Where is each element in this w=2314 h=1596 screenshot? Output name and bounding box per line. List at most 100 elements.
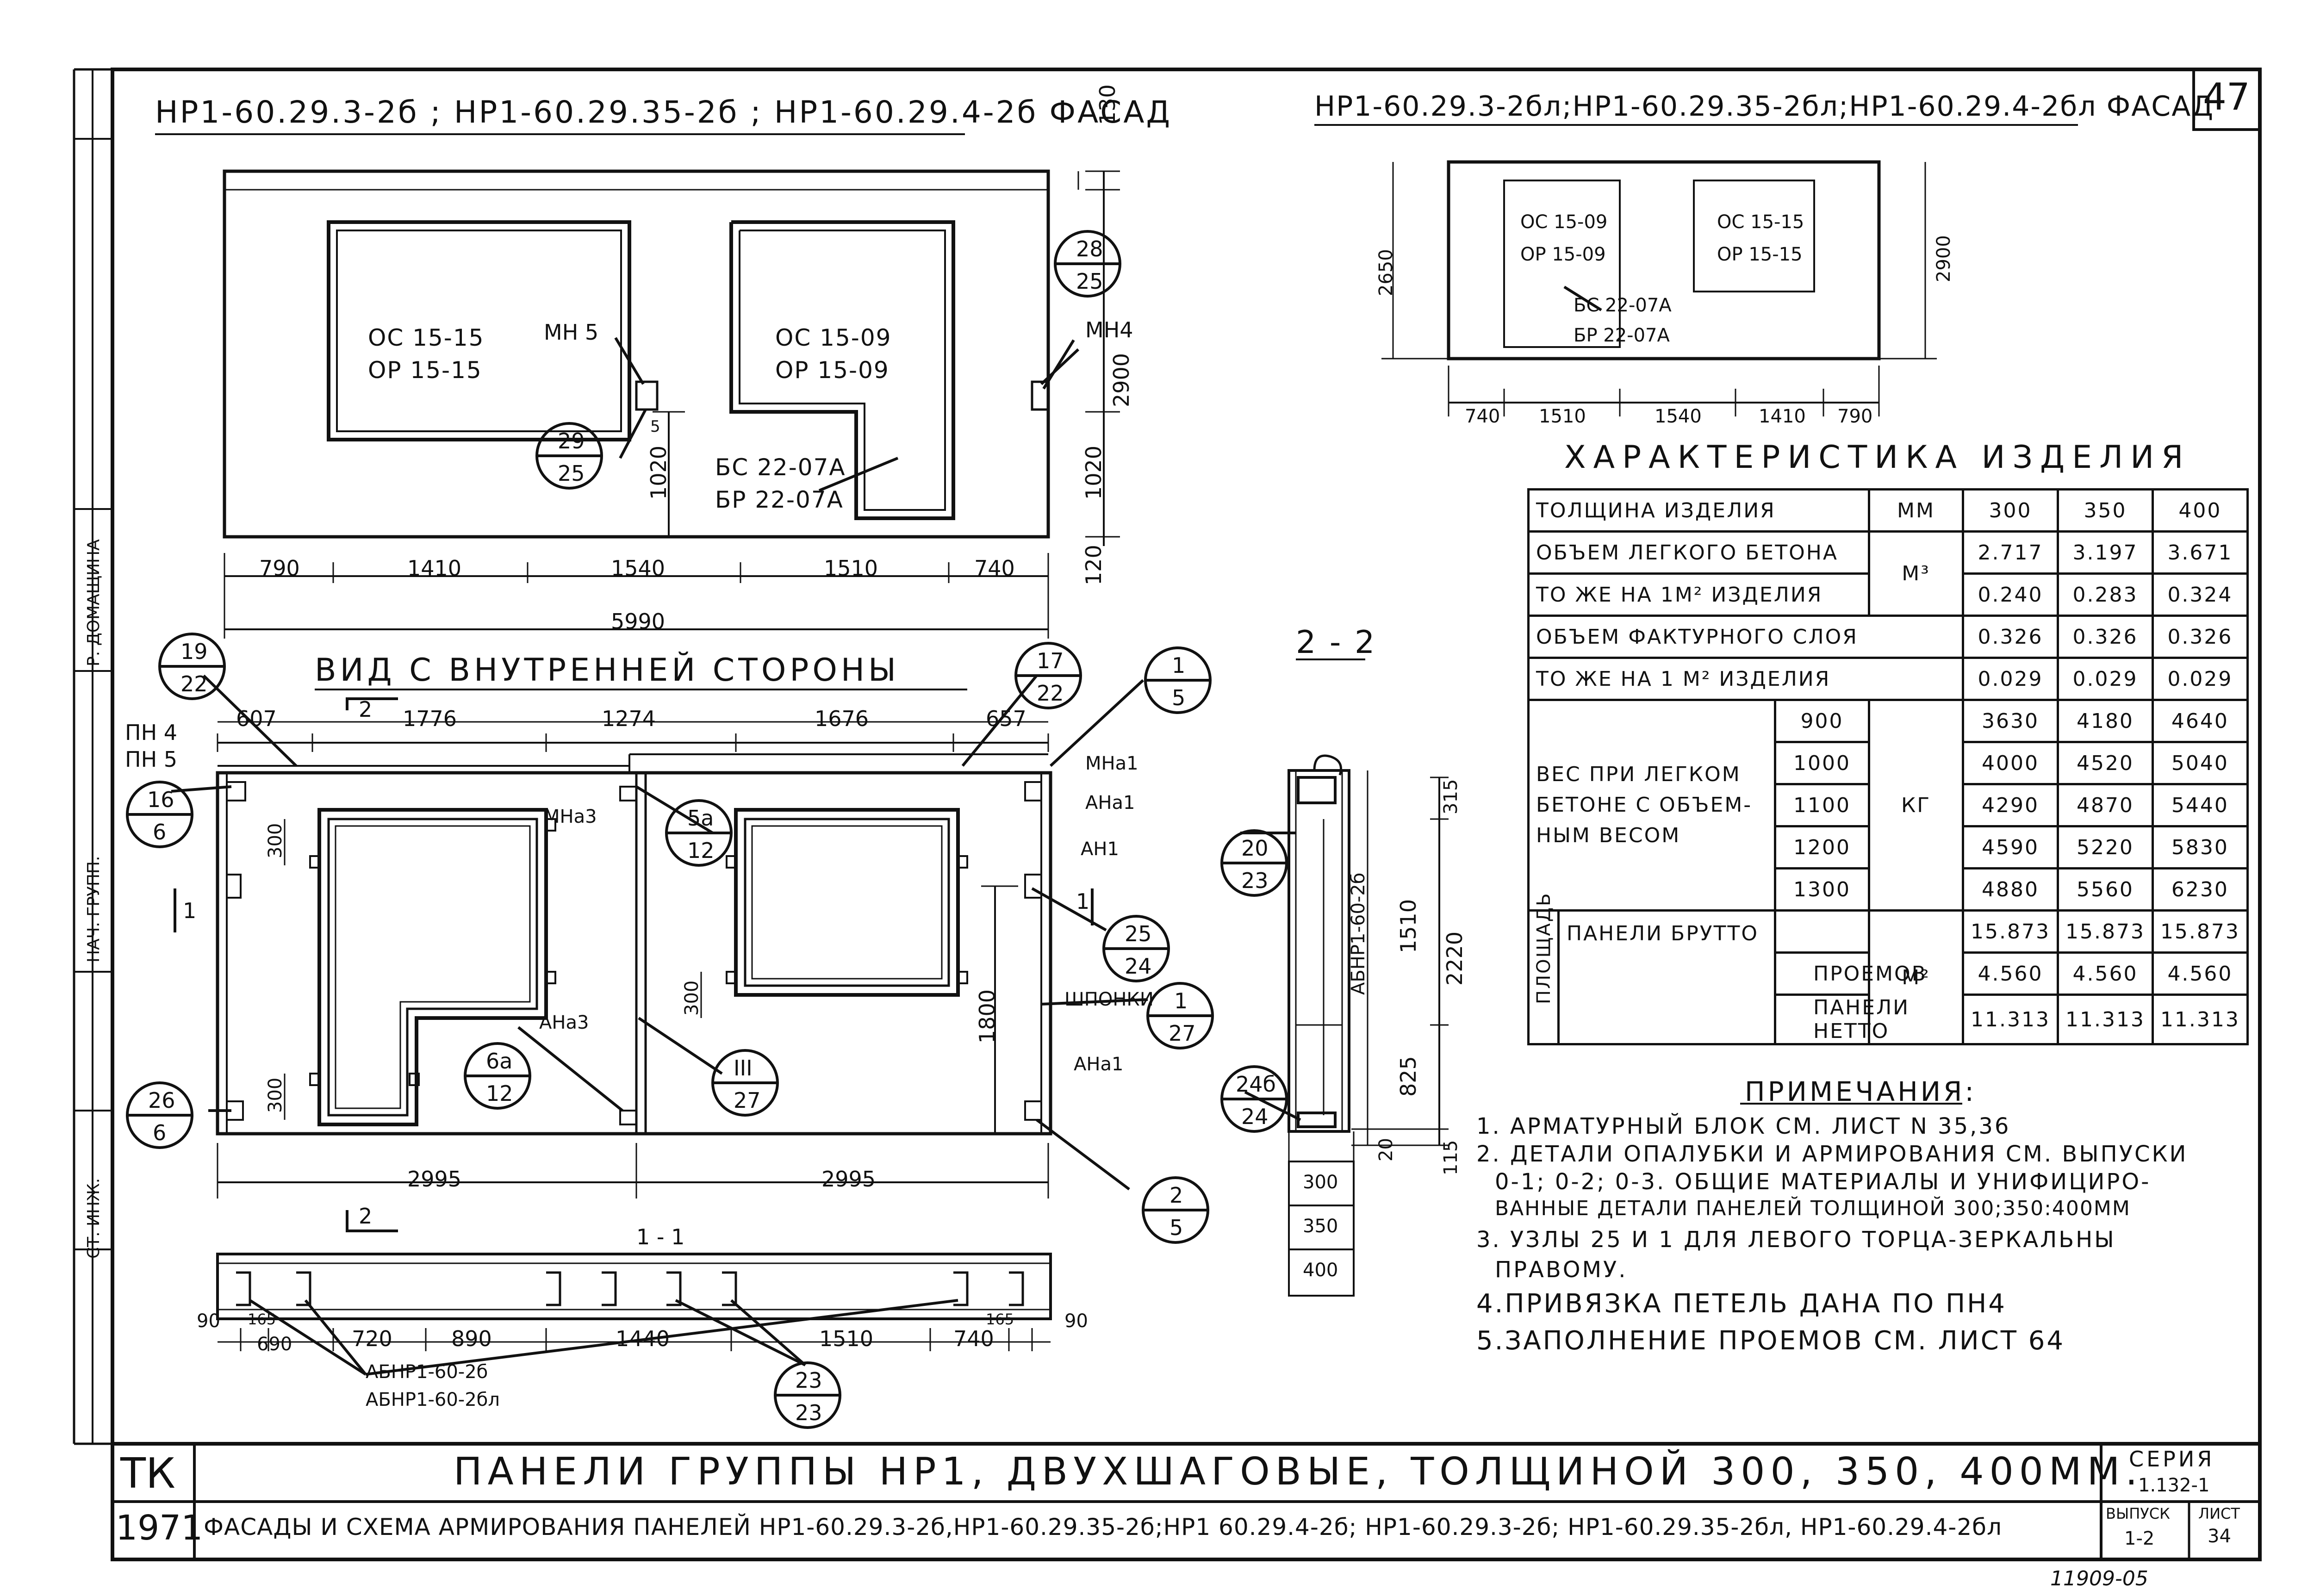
weight-label-line: ВЕС ПРИ ЛЕГКОМ (1536, 763, 1741, 786)
table-cell: 1100 (1774, 783, 1870, 827)
s11-dim-1510: 1510 (819, 1326, 874, 1351)
table-cell: 4290 (1962, 783, 2059, 827)
dim-total: 5990 (611, 609, 666, 634)
rf-window1-frame: ОР 15-09 (1520, 244, 1606, 265)
table-cell: 2.717 (1962, 530, 2059, 575)
dim-top-1: 607 (236, 706, 277, 731)
table-cell: 0.326 (2151, 615, 2249, 659)
note-line: ВАННЫЕ ДЕТАЛИ ПАНЕЛЕЙ ТОЛЩИНОЙ 300;350:4… (1495, 1197, 2131, 1220)
sheet-value: 34 (2208, 1526, 2231, 1547)
unit-mm: ММ (1868, 488, 1964, 533)
dim-1800: 1800 (975, 989, 1000, 1043)
dim-bottom-3: 1540 (611, 556, 666, 581)
table-cell: 3.671 (2151, 530, 2249, 575)
table-cell: 11.313 (1962, 994, 2059, 1045)
s22-dim-315: 315 (1440, 779, 1462, 814)
dim-bottom-1: 790 (259, 556, 300, 581)
dim-1020-left: 1020 (646, 445, 671, 500)
s11-dim-720: 720 (352, 1326, 392, 1351)
s22-dim-115: 115 (1440, 1140, 1462, 1175)
note-line: 5.ЗАПОЛНЕНИЕ ПРОЕМОВ СМ. ЛИСТ 64 (1476, 1326, 2065, 1356)
s11-callout-bottom: 23 (795, 1400, 822, 1425)
table-cell: 4640 (2151, 699, 2249, 743)
side-stamp-row: СТ. ИНЖ. (84, 1178, 103, 1259)
rf-dim-bottom-4: 1410 (1759, 406, 1806, 427)
notes-title: ПРИМЕЧАНИЯ: (1745, 1076, 1977, 1107)
unit-m3: М³ (1868, 530, 1964, 617)
s22-dim-1510: 1510 (1396, 899, 1421, 953)
callout-28-bottom: 25 (1076, 269, 1103, 294)
cIII-bottom: 27 (734, 1088, 761, 1113)
dim-top-5: 657 (986, 706, 1026, 731)
table-cell (1775, 909, 1870, 954)
table-cell: 5440 (2151, 783, 2249, 827)
s11-dim-890: 890 (451, 1326, 492, 1351)
table-cell: 0.029 (2056, 657, 2154, 701)
table-cell: 4870 (2056, 783, 2154, 827)
note-line: ПРАВОМУ. (1495, 1257, 1628, 1283)
dim-right-1020: 1020 (1081, 445, 1106, 500)
table-cell: 4.560 (2056, 951, 2154, 996)
s22-dim-20: 20 (1375, 1138, 1397, 1161)
s22-thick-350: 350 (1303, 1216, 1338, 1237)
stamp-number: 11909-05 (2050, 1567, 2148, 1590)
s11-dim-740: 740 (953, 1326, 994, 1351)
table-cell: 0.324 (2151, 572, 2249, 617)
c16-bottom: 6 (153, 820, 167, 845)
s22-c24-top: 24б (1236, 1072, 1276, 1097)
c1-bottom: 5 (1172, 685, 1186, 710)
table-row: ОБЪЕМ ФАКТУРНОГО СЛОЯ 0.326 0.326 0.326 (1527, 615, 2249, 659)
table-cell: 11.313 (2151, 994, 2249, 1045)
s11-label2: АБНР1-60-2бл (366, 1389, 500, 1410)
s22-block-label: АБНР1-60-2б (1348, 872, 1369, 995)
series-value: 1.132-1 (2138, 1475, 2210, 1496)
table-cell: 4880 (1962, 867, 2059, 912)
cIII-top: III (734, 1056, 753, 1081)
dim-top-3: 1274 (602, 706, 656, 731)
table-cell: 4.560 (2151, 951, 2249, 996)
c16-top: 16 (147, 787, 174, 812)
table-cell: 4520 (2056, 741, 2154, 785)
c26-top: 26 (148, 1088, 175, 1113)
note-line: 2. ДЕТАЛИ ОПАЛУБКИ И АРМИРОВАНИЯ СМ. ВЫП… (1476, 1141, 2188, 1167)
section-2-top: 2 (359, 697, 373, 722)
label-an1: АН1 (1081, 838, 1119, 860)
dim-bottom-5: 740 (974, 556, 1015, 581)
rf-window2-frame: ОР 15-15 (1717, 244, 1803, 265)
table-row: ТОЛЩИНА ИЗДЕЛИЯ ММ 300 350 400 (1527, 488, 2249, 533)
dim-bottom-right: 2995 (821, 1167, 876, 1192)
c25-bottom: 24 (1125, 954, 1152, 979)
c1-top: 1 (1172, 653, 1186, 678)
callout-29-bottom: 25 (558, 461, 585, 486)
rf-dim-bottom-3: 1540 (1655, 406, 1702, 427)
facade-right-title: НР1-60.29.3-2бл;НР1-60.29.35-2бл;НР1-60.… (1314, 90, 2214, 123)
table-cell: 11.313 (2056, 994, 2154, 1045)
area-name: ПРОЕМОВ (1775, 951, 1964, 996)
ph4-label: ПН 4 (125, 720, 178, 745)
title-sub: ФАСАДЫ И СХЕМА АРМИРОВАНИЯ ПАНЕЛЕЙ НР1-6… (204, 1514, 2002, 1540)
per-m2-b: ТО ЖЕ НА 1 М² ИЗДЕЛИЯ (1527, 657, 1964, 701)
s22-c20-bottom: 23 (1241, 868, 1269, 893)
unit-kg: КГ (1868, 699, 1964, 912)
table-row: 1000 4000 4520 5040 (1529, 741, 2249, 785)
s11-dim-165a: 165 (248, 1310, 276, 1328)
table-cell: 4590 (1962, 825, 2059, 869)
s11-dim-690: 690 (257, 1334, 292, 1355)
table-cell: 5040 (2151, 741, 2249, 785)
table-row: ПАНЕЛИ НЕТТО 11.313 11.313 11.313 (1529, 994, 2249, 1045)
table-row: 1200 4590 5220 5830 (1529, 825, 2249, 869)
c5a-bottom: 12 (687, 838, 715, 863)
characteristics-table: ТОЛЩИНА ИЗДЕЛИЯ ММ 300 350 400 ОБЪЕМ ЛЕГ… (1527, 488, 2249, 1045)
table-row: ПЛОЩАДЬ ПАНЕЛИ БРУТТО М² 15.873 15.873 1… (1527, 892, 2249, 1045)
table-row: 1300 4880 5560 6230 (1529, 867, 2249, 912)
col-400: 400 (2151, 488, 2249, 533)
s11-label1: АБНР1-60-2б (366, 1361, 488, 1383)
table-row: ПРОЕМОВ 4.560 4.560 4.560 (1529, 951, 2249, 996)
c2-bottom: 5 (1169, 1215, 1183, 1240)
door-type: БС 22-07А (715, 454, 846, 481)
c17-bottom: 22 (1037, 681, 1064, 706)
table-cell: 0.029 (2151, 657, 2249, 701)
sheet-label: ЛИСТ (2198, 1505, 2240, 1522)
s22-c24-bottom: 24 (1241, 1104, 1269, 1129)
